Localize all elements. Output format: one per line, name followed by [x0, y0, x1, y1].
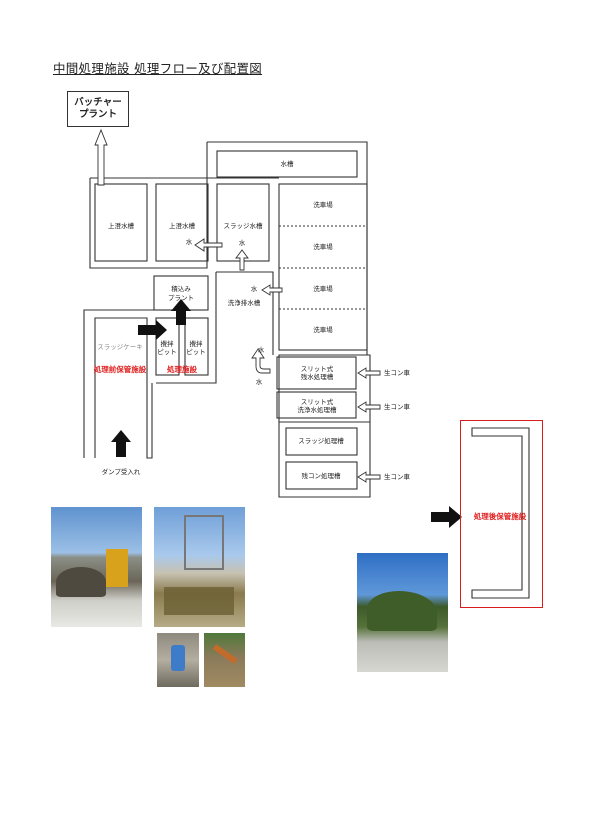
- water-label-c: 水: [251, 285, 258, 293]
- arrow-solid-right-cake: [138, 320, 167, 340]
- arrow-truck-1: [358, 368, 380, 378]
- arrow-solid-up-loading: [171, 299, 191, 325]
- excavator-shape: [106, 549, 128, 587]
- stir-pit-1-label-1: 攪拌: [161, 340, 174, 348]
- sediment-tank-1-label: 上澄水槽: [108, 222, 134, 230]
- pre-storage-label: 処理前保管施設: [94, 366, 147, 374]
- truck-label-3: 生コン車: [384, 473, 410, 481]
- slit-residual-label-1: スリット式: [301, 365, 334, 373]
- stir-pit-2-label-1: 攪拌: [190, 340, 203, 348]
- water-label-a: 水: [186, 238, 193, 246]
- sludge-pile-shape: [56, 567, 106, 597]
- photo-processing-plant: [154, 507, 245, 627]
- loading-plant-label-1: 積込み: [171, 285, 191, 293]
- sludge-treatment-label: スラッジ処理槽: [298, 437, 344, 445]
- photo-storage-yard: [357, 553, 448, 672]
- slit-wash-label-1: スリット式: [301, 398, 334, 406]
- slit-wash-label-2: 洗浄水処理槽: [298, 406, 337, 414]
- photo-sludge-pile: [51, 507, 142, 627]
- post-storage-label: 処理後保管施設: [474, 513, 527, 521]
- arrow-truck-2: [358, 402, 380, 412]
- water-tank-label: 水槽: [281, 160, 294, 168]
- stir-pit-2-label-2: ピット: [186, 348, 206, 356]
- loading-plant-label-2: プラント: [168, 294, 194, 302]
- water-label-d: 水: [258, 346, 265, 354]
- sediment-tank-2-label: 上澄水槽: [169, 222, 195, 230]
- car-wash-4-label: 洗車場: [313, 326, 333, 334]
- drain-tank-label: 洗浄排水槽: [228, 299, 261, 307]
- trees-shape: [367, 591, 437, 631]
- slit-residual-label-2: 残水処理槽: [301, 373, 334, 381]
- arrow-up-to-batcher: [95, 130, 107, 185]
- blue-pump-shape: [171, 645, 185, 671]
- truck-label-2: 生コン車: [384, 403, 410, 411]
- rust-pipe-shape: [213, 644, 238, 664]
- sludge-cake-label: スラッジケーキ: [97, 343, 143, 351]
- arrow-solid-up-dump: [111, 430, 131, 457]
- sludge-water-tank-label: スラッジ水槽: [224, 222, 263, 230]
- water-label-e: 水: [256, 378, 263, 386]
- car-wash-1-label: 洗車場: [313, 201, 333, 209]
- arrow-solid-right-post: [431, 506, 462, 528]
- truck-label-1: 生コン車: [384, 369, 410, 377]
- car-wash-3-label: 洗車場: [313, 285, 333, 293]
- plant-frame-shape: [184, 515, 224, 570]
- car-wash-2-label: 洗車場: [313, 243, 333, 251]
- leftover-treatment-label: 残コン処理槽: [302, 472, 341, 480]
- stir-pit-1-label-2: ピット: [157, 348, 177, 356]
- photo-pipe: [204, 633, 245, 687]
- dump-receiving-label: ダンプ受入れ: [102, 468, 141, 476]
- pit-water-shape: [164, 587, 234, 615]
- arrow-truck-3: [358, 472, 380, 482]
- photo-pump: [157, 633, 199, 687]
- arrow-up-sludge: [236, 250, 248, 270]
- processing-facility-label: 処理施設: [167, 366, 197, 374]
- water-label-b: 水: [239, 239, 246, 247]
